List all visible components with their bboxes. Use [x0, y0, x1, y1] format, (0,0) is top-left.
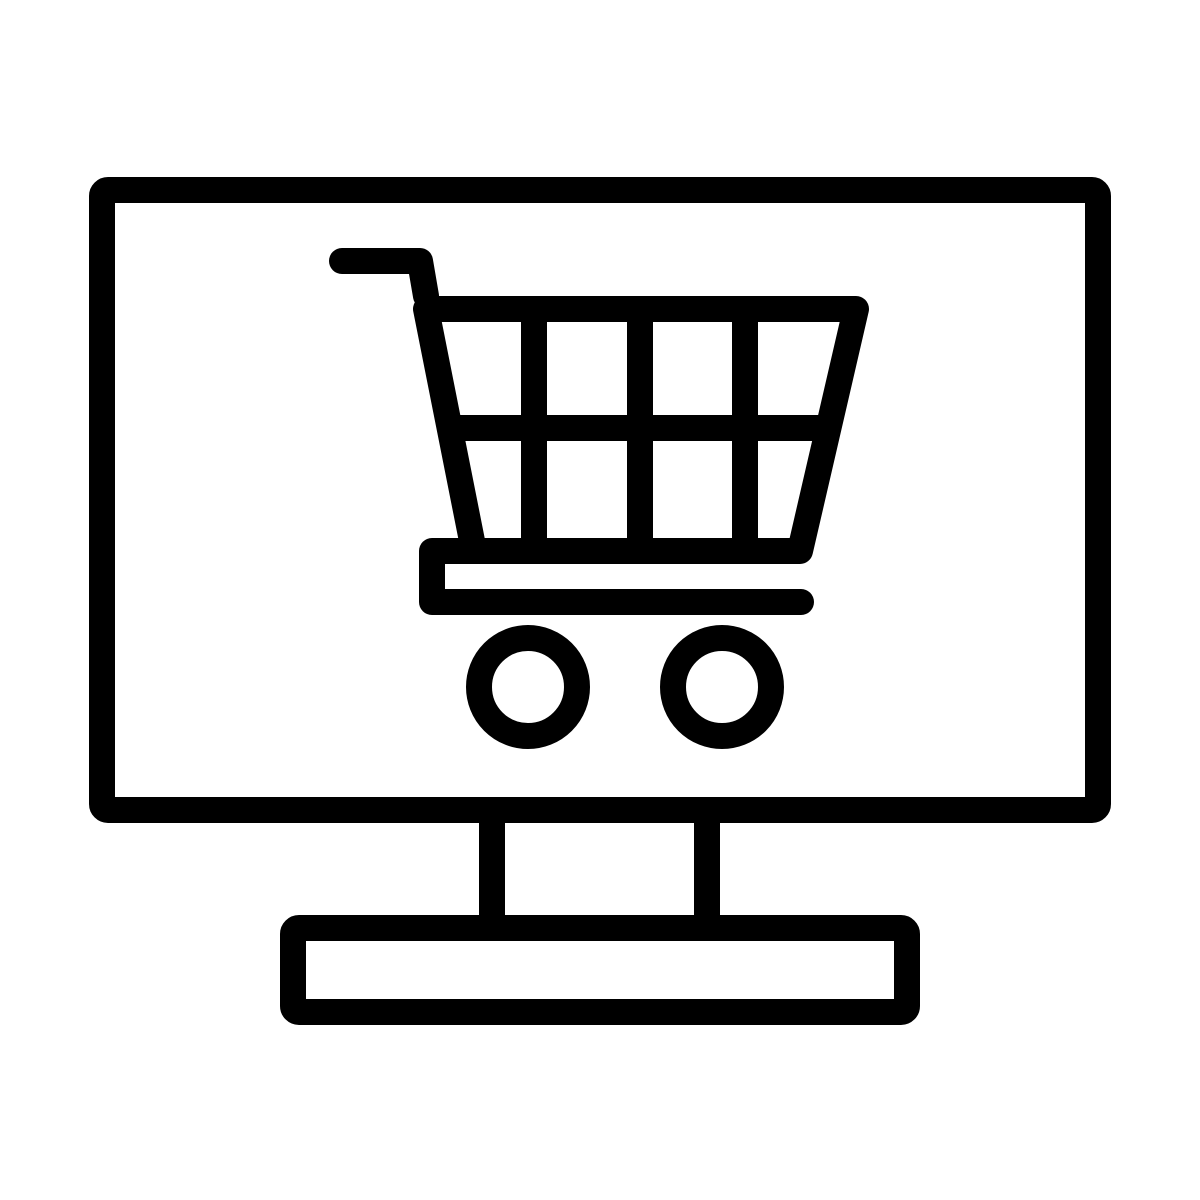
cart-wheel-right-icon [660, 625, 784, 749]
monitor-neck-icon [479, 797, 720, 941]
cart-wheel-left-icon [466, 625, 590, 749]
cart-handle-icon [329, 248, 439, 309]
cart-frame-icon [419, 538, 814, 615]
monitor-screen-icon [89, 177, 1111, 823]
shopping-cart-icon [329, 248, 869, 749]
cart-basket-icon [413, 296, 869, 564]
monitor-base-icon [280, 915, 920, 1025]
